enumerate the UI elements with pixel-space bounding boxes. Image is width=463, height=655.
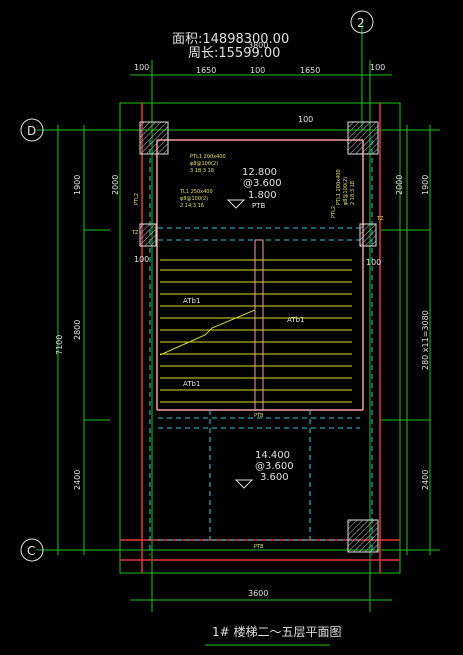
dim-top-c: 100 [250, 66, 265, 75]
dim-right-c: 2400 [421, 470, 430, 490]
dim-top-d: 1650 [300, 66, 320, 75]
level-marker-top [226, 199, 246, 209]
column-mid-right [359, 223, 377, 247]
tick-tz-2: TZ [376, 216, 384, 222]
beam-note-2: φ8@100(2) [190, 161, 218, 167]
dim-beam-top: 100 [298, 115, 313, 124]
level-e: @3.600 [255, 461, 294, 472]
beam-note-8: φ8@100(2) [343, 177, 349, 205]
tick-tz-1: TZ [131, 230, 139, 236]
dim-right-a: 1900 [421, 175, 430, 195]
axis-bubbles [20, 10, 374, 562]
beam-note-9: 2 18;3 18 [350, 181, 356, 205]
label-atb-1: ATb1 [183, 297, 200, 305]
tag-bottom-2: PTB [254, 544, 264, 550]
level-a: 12.800 [242, 167, 277, 178]
beam-note-1: PTL1 200x400 [190, 154, 226, 160]
dim-top-a: 100 [134, 63, 149, 72]
beam-note-6: 2 14;3 16 [180, 203, 204, 209]
dim-inner-100a: 100 [134, 255, 149, 264]
dim-inner-left-a: 2000 [111, 175, 120, 195]
dim-right-b: 280 x11=3080 [421, 310, 430, 370]
beam-note-3: 3 18;3 18 [190, 168, 214, 174]
dim-left-c: 2400 [73, 470, 82, 490]
axis-bubble-2 [350, 10, 374, 34]
level-c: 1.800 [248, 190, 277, 201]
dim-top-total: 3800 [248, 41, 268, 50]
axis-label-C: C [27, 544, 35, 558]
drawing-title: 1# 楼梯二～五层平面图 [212, 624, 342, 639]
label-atb-3: ATb1 [183, 380, 200, 388]
perimeter-text: 周长:15599.00 [188, 46, 280, 61]
area-text: 面积:14898300.00 [172, 32, 289, 47]
axis-label-2: 2 [357, 16, 365, 30]
dim-bottom: 3600 [248, 589, 268, 598]
column-top-right [347, 121, 379, 155]
level-markers [226, 199, 254, 489]
level-marker-bottom [234, 479, 254, 489]
stair-divider [159, 239, 264, 411]
dim-top-e: 100 [370, 63, 385, 72]
dim-inner-right-a: 2000 [395, 175, 404, 195]
beam-note-5: φ8@100(2) [180, 196, 208, 202]
label-atb-2: ATb1 [287, 316, 304, 324]
column-mid-left [139, 223, 157, 247]
level-b: @3.600 [243, 178, 282, 189]
label-ptb: PTB [252, 202, 265, 210]
axis-label-D: D [27, 124, 36, 138]
column-top-left [139, 121, 169, 155]
wall-lines [120, 103, 400, 573]
beam-note-7: PTL1 200x400 [336, 169, 342, 205]
beam-note-4: TL1 250x400 [179, 189, 213, 195]
level-d: 14.400 [255, 450, 290, 461]
label-pb2-right: PTL2 [331, 206, 337, 218]
column-bottom-right [347, 519, 379, 553]
tag-bottom-1: PTB [254, 413, 264, 419]
columns [139, 121, 379, 553]
dimension-lines [37, 20, 440, 612]
dim-inner-100b: 100 [366, 258, 381, 267]
axis-bubble-C [20, 538, 44, 562]
level-f: 3.600 [260, 472, 289, 483]
label-pb2-left: PTL2 [134, 193, 140, 205]
dim-left-b: 2800 [73, 320, 82, 340]
dim-top-b: 1650 [196, 66, 216, 75]
dim-left-total: 7100 [55, 335, 64, 355]
axis-bubble-D [20, 118, 44, 142]
dim-left-a: 1900 [73, 175, 82, 195]
